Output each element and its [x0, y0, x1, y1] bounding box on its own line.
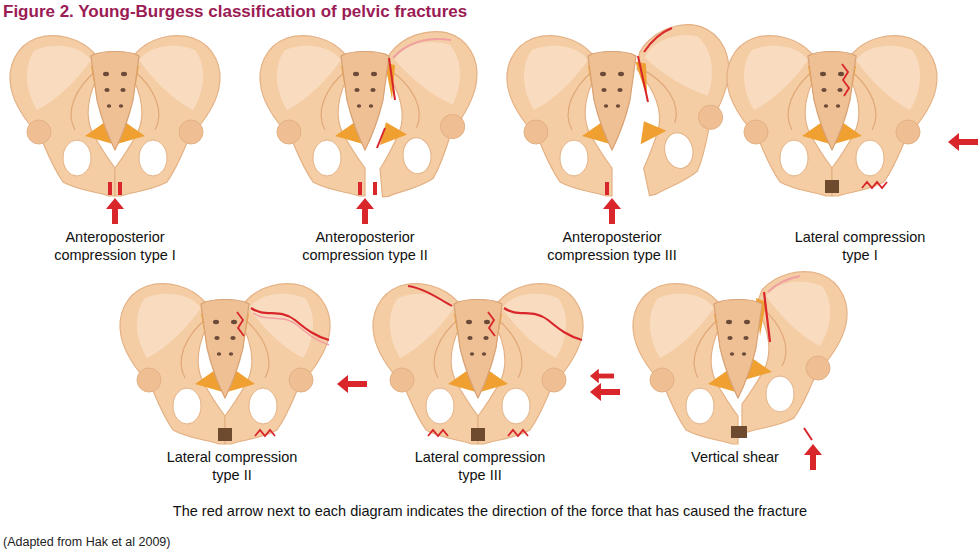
iliac-fracture	[251, 308, 329, 340]
ramus-fracture	[428, 430, 448, 436]
sacral-fracture	[488, 312, 495, 336]
pelvis-apc1	[10, 36, 220, 224]
force-arrow	[337, 375, 367, 393]
fracture-line	[638, 56, 648, 102]
sacral-fracture	[237, 312, 244, 336]
fracture-line	[804, 428, 812, 440]
symphysis-injury	[373, 182, 377, 195]
right-hemipelvis	[742, 272, 847, 432]
panel-label: Lateral compression type I	[780, 228, 940, 264]
force-arrow	[590, 383, 620, 401]
sacrum	[714, 300, 762, 399]
panel-label: Lateral compression type II	[152, 448, 312, 484]
force-arrow	[603, 198, 621, 224]
fracture-line	[644, 28, 672, 52]
sacrum	[201, 300, 249, 399]
symphysis	[825, 180, 839, 193]
panel-label: Anteroposterior compression type II	[285, 228, 445, 264]
iliac-fracture	[253, 313, 329, 345]
symphysis	[218, 428, 232, 441]
fracture-line	[389, 58, 395, 100]
symphysis	[731, 426, 747, 438]
fracture-line	[393, 39, 451, 58]
symphysis-injury	[108, 182, 112, 195]
pelvis-vertical-shear	[633, 272, 847, 470]
sacrum	[454, 300, 502, 399]
right-hemipelvis	[616, 17, 752, 196]
pelvis-lc3	[373, 284, 620, 444]
symphysis	[471, 428, 485, 441]
fracture-line	[768, 276, 800, 292]
pelvis-apc2	[260, 28, 487, 224]
panel-label: Lateral compression type III	[400, 448, 560, 484]
sacrum	[588, 52, 636, 151]
panel-label: Anteroposterior compression type I	[35, 228, 195, 264]
symphysis-injury	[118, 182, 122, 195]
force-arrow	[590, 369, 614, 383]
iliac-fracture	[504, 308, 582, 340]
pelvis-lc1	[727, 36, 978, 196]
pelvis-apc3	[507, 17, 752, 224]
ramus-fracture	[862, 182, 887, 188]
ramus-fracture	[508, 430, 528, 436]
force-arrow	[948, 133, 978, 151]
ramus-fracture	[255, 430, 275, 436]
sacrum	[341, 52, 389, 151]
figure-title: Figure 2. Young-Burgess classification o…	[3, 2, 467, 22]
symphysis-injury	[358, 182, 362, 195]
source-note: (Adapted from Hak et al 2009)	[3, 535, 170, 549]
pelvis-lc2	[120, 284, 367, 444]
panel-label: Anteroposterior compression type III	[532, 228, 692, 264]
sacrum	[808, 52, 856, 151]
fracture-line	[408, 286, 452, 306]
force-arrow	[804, 444, 822, 470]
figure-caption: The red arrow next to each diagram indic…	[173, 503, 807, 519]
force-arrow	[356, 198, 374, 224]
fracture-line	[377, 128, 385, 148]
fracture-line	[764, 292, 770, 342]
sacral-fracture	[842, 64, 849, 96]
force-arrow	[106, 198, 124, 224]
sacrum	[91, 52, 139, 151]
right-hemipelvis	[369, 28, 488, 197]
symphysis-injury	[605, 182, 609, 195]
panel-label: Vertical shear	[655, 448, 815, 466]
